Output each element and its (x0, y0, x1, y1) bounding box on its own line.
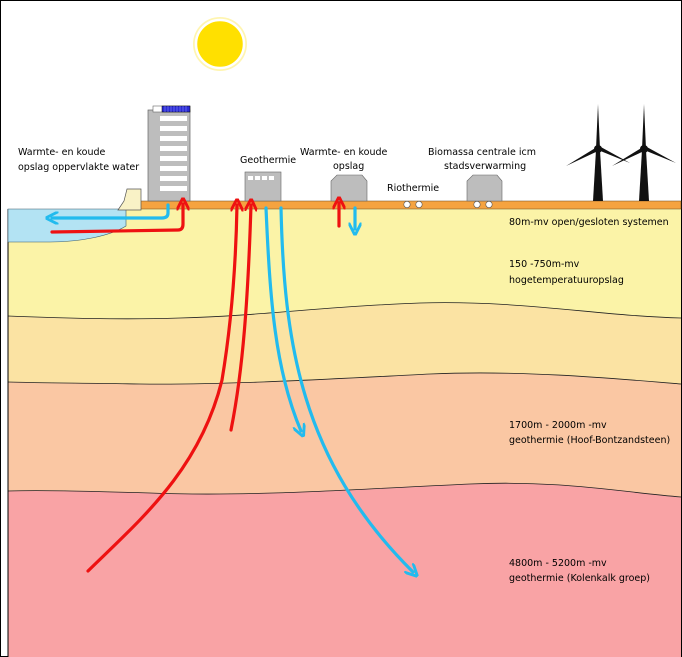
wind-turbine-icon (612, 104, 676, 201)
depth-label-layer-1: 80m-mv open/gesloten systemen (509, 217, 669, 228)
layer-boundary-2 (7, 372, 682, 385)
label-surface-water: Warmte- en koude opslag oppervlakte wate… (18, 147, 139, 173)
sun-icon (193, 17, 247, 71)
depth-label-layer-3: 1700m - 2000m -mv geothermie (Hoof-Bontz… (509, 420, 670, 446)
cold-arrow-water (52, 203, 170, 218)
wko-building-icon (330, 174, 368, 202)
layer-boundary-3 (7, 482, 682, 498)
quay (117, 188, 142, 211)
label-biomassa: Biomassa centrale icm stadsverwarming (428, 147, 539, 172)
biomassa-building-icon (466, 174, 503, 202)
surface-band (125, 200, 682, 210)
soil-layer-1 (8, 209, 681, 319)
wind-turbine-icon (566, 104, 630, 201)
warm-arrow-deep (86, 205, 237, 573)
soil-layer-2 (8, 302, 681, 385)
depth-label-layer-2: 150 -750m-mv hogetemperatuuropslag (509, 259, 624, 286)
layer-boundary-1 (7, 302, 682, 320)
depth-label-layer-4: 4800m - 5200m -mv geothermie (Kolenkalk … (509, 558, 650, 584)
cold-arrow-deep (279, 206, 413, 572)
cold-arrow-medium (264, 206, 301, 431)
soil-layer-3 (8, 372, 681, 497)
riothermie-pipes-icon (403, 201, 423, 209)
label-wko: Warmte- en koude opslag (300, 147, 390, 172)
warm-arrow-medium (229, 205, 251, 432)
geothermie-plant-icon (244, 171, 282, 202)
label-riothermie: Riothermie (387, 183, 439, 194)
building-icon (147, 105, 191, 202)
warm-arrow-water (50, 204, 183, 234)
soil-layer-4 (8, 483, 681, 657)
biomassa-pipes-icon (473, 201, 493, 209)
label-geothermie: Geothermie (240, 155, 296, 166)
